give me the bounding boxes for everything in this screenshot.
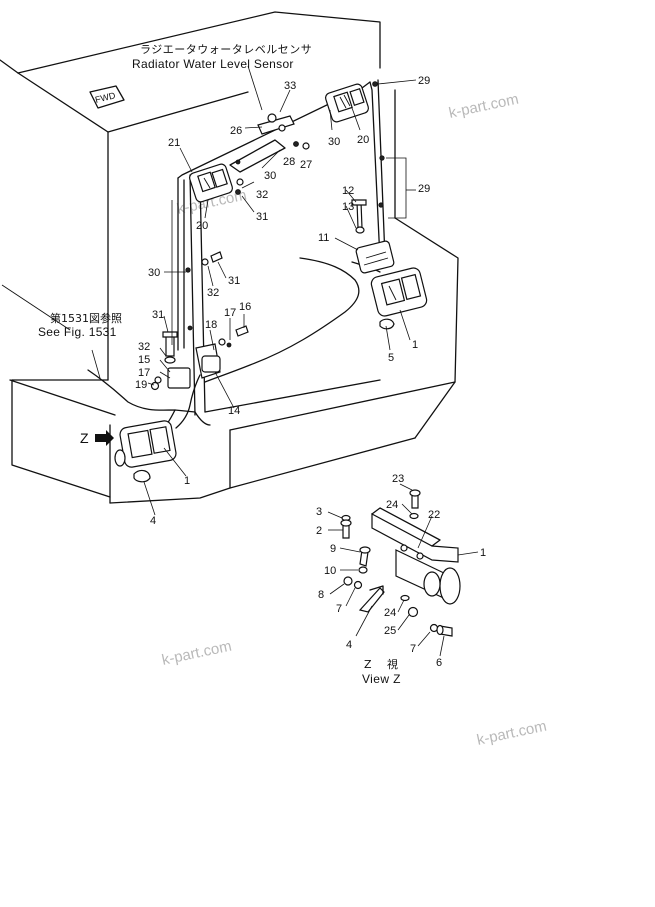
callout-number: 21 xyxy=(168,137,180,149)
z-arrow-label: Z xyxy=(80,430,89,446)
callout-number: 18 xyxy=(205,319,217,331)
callout-number: 7 xyxy=(336,603,342,615)
callout-number: 1 xyxy=(184,475,190,487)
work-light-upper-left xyxy=(188,163,234,203)
callout-number: 9 xyxy=(330,543,336,555)
callout-number: 7 xyxy=(410,643,416,655)
work-light-upper-right xyxy=(324,83,370,123)
callout-number: 10 xyxy=(324,565,336,577)
callout-number: 25 xyxy=(384,625,396,637)
callout-number: 22 xyxy=(428,509,440,521)
work-light-right xyxy=(370,267,428,330)
captions: ラジエータウォータレベルセンサ Radiator Water Level Sen… xyxy=(38,43,404,686)
view-z-caption-jp: Z 視 xyxy=(364,657,404,671)
work-lights xyxy=(95,83,428,483)
callout-number: 17 xyxy=(224,307,236,319)
callout-number: 3 xyxy=(316,506,322,518)
callout-number: 5 xyxy=(388,352,394,364)
sensor-bracket xyxy=(229,113,295,173)
callout-number: 31 xyxy=(256,211,268,223)
callout-number: 2 xyxy=(316,525,322,537)
callout-number: 30 xyxy=(148,267,160,279)
callout-number: 20 xyxy=(196,220,208,232)
fig-ref-en: See Fig. 1531 xyxy=(38,325,117,339)
watermark: k-part.com xyxy=(475,718,548,749)
watermark: k-part.com xyxy=(160,638,233,669)
callout-number: 20 xyxy=(357,134,369,146)
callout-number: 13 xyxy=(342,201,354,213)
view-z-caption-en: View Z xyxy=(362,672,401,686)
callout-number: 31 xyxy=(152,309,164,321)
callout-number: 4 xyxy=(346,639,352,651)
callout-number: 24 xyxy=(386,499,398,511)
sensor-caption-jp: ラジエータウォータレベルセンサ xyxy=(140,43,312,56)
callout-number: 1 xyxy=(480,547,486,559)
center-bracket xyxy=(195,325,249,379)
view-z-detail xyxy=(340,489,461,637)
callout-number: 29 xyxy=(418,75,430,87)
wiring-harness xyxy=(87,257,409,433)
callout-number: 4 xyxy=(150,515,156,527)
callout-number: 8 xyxy=(318,589,324,601)
relay-unit xyxy=(355,240,395,274)
callout-number: 32 xyxy=(256,189,268,201)
callout-number: 30 xyxy=(264,170,276,182)
leader-lines xyxy=(91,65,479,657)
callout-number: 19 xyxy=(135,379,147,391)
callout-number: 27 xyxy=(300,159,312,171)
callout-number: 33 xyxy=(284,80,296,92)
callout-number: 26 xyxy=(230,125,242,137)
callout-number: 32 xyxy=(207,287,219,299)
sensor-caption-en: Radiator Water Level Sensor xyxy=(132,57,294,71)
callout-number: 11 xyxy=(318,232,329,244)
main-callouts: 33 29 26 30 20 21 28 27 30 32 29 31 12 1… xyxy=(135,75,430,527)
callout-number: 15 xyxy=(138,354,150,366)
callout-number: 6 xyxy=(436,657,442,669)
fwd-label: FWD xyxy=(94,90,117,105)
left-junction xyxy=(150,331,191,391)
machine-body: FWD xyxy=(0,11,459,504)
callout-number: 12 xyxy=(342,185,354,197)
callout-number: 23 xyxy=(392,473,404,485)
callout-number: 30 xyxy=(328,136,340,148)
watermark: k-part.com xyxy=(447,91,520,122)
callout-number: 1 xyxy=(412,339,418,351)
z-direction-arrow xyxy=(95,430,114,446)
callout-number: 16 xyxy=(239,301,251,313)
callout-number: 24 xyxy=(384,607,396,619)
callout-number: 17 xyxy=(138,367,150,379)
callout-number: 28 xyxy=(283,156,295,168)
fig-ref-jp: 第1531図参照 xyxy=(50,311,122,325)
view-z-callouts: 23 24 22 3 2 1 9 10 8 7 24 4 25 7 6 xyxy=(316,473,486,669)
work-light-left xyxy=(114,420,177,483)
callout-number: 29 xyxy=(418,183,430,195)
callout-number: 32 xyxy=(138,341,150,353)
callout-number: 14 xyxy=(228,405,240,417)
callout-number: 31 xyxy=(228,275,240,287)
